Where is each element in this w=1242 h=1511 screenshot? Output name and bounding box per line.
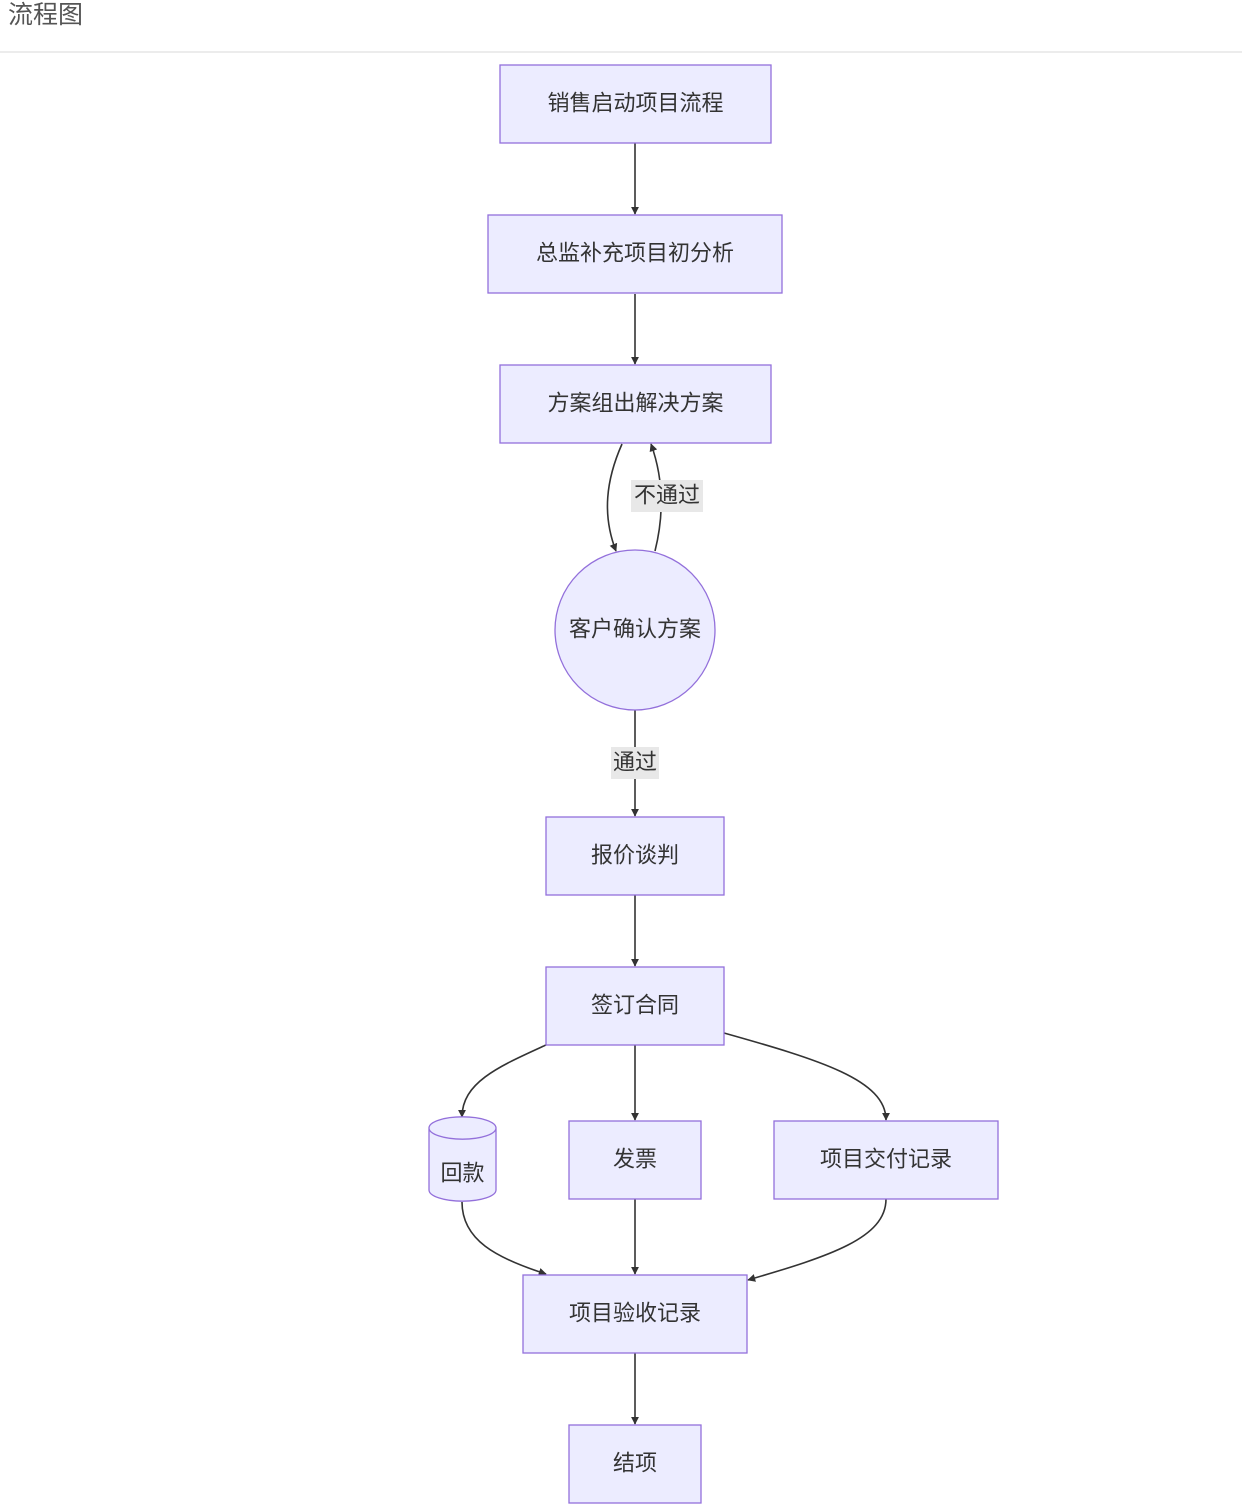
node-payment[interactable]: 回款 — [428, 1116, 497, 1202]
node-close[interactable]: 结项 — [568, 1424, 702, 1504]
node-invoice-label: 发票 — [613, 1148, 657, 1173]
node-confirm-label: 客户确认方案 — [569, 618, 701, 643]
edge-payment-to-acceptance — [461, 1201, 547, 1276]
node-start-label: 销售启动项目流程 — [547, 92, 723, 117]
edge-contract-to-payment — [458, 1044, 547, 1118]
edge-label-reject: 不通过 — [631, 480, 703, 512]
node-delivery-label: 项目交付记录 — [820, 1148, 952, 1173]
node-contract[interactable]: 签订合同 — [545, 966, 725, 1046]
node-solution-label: 方案组出解决方案 — [547, 392, 723, 417]
node-invoice[interactable]: 发票 — [568, 1120, 702, 1200]
node-payment-label: 回款 — [440, 1162, 484, 1187]
node-confirm[interactable]: 客户确认方案 — [554, 549, 716, 711]
node-quote[interactable]: 报价谈判 — [545, 816, 725, 896]
edge-solution-to-confirm — [606, 443, 623, 552]
node-acceptance[interactable]: 项目验收记录 — [522, 1274, 748, 1354]
node-acceptance-label: 项目验收记录 — [569, 1302, 701, 1327]
edge-label-pass: 通过 — [611, 747, 659, 779]
edge-label-reject-text: 不通过 — [634, 484, 700, 509]
edge-contract-to-delivery — [723, 1032, 890, 1121]
edge-label-pass-text: 通过 — [613, 751, 657, 776]
node-solution[interactable]: 方案组出解决方案 — [499, 364, 772, 444]
node-delivery[interactable]: 项目交付记录 — [773, 1120, 999, 1200]
title-divider — [0, 51, 1242, 53]
edge-delivery-to-acceptance — [747, 1198, 887, 1282]
page-title: 流程图 — [8, 0, 84, 29]
edges — [458, 143, 890, 1425]
node-quote-label: 报价谈判 — [591, 844, 679, 869]
node-analysis[interactable]: 总监补充项目初分析 — [487, 214, 783, 294]
node-analysis-label: 总监补充项目初分析 — [536, 242, 734, 267]
node-start[interactable]: 销售启动项目流程 — [499, 64, 772, 144]
node-close-label: 结项 — [613, 1452, 657, 1477]
node-contract-label: 签订合同 — [591, 994, 679, 1019]
